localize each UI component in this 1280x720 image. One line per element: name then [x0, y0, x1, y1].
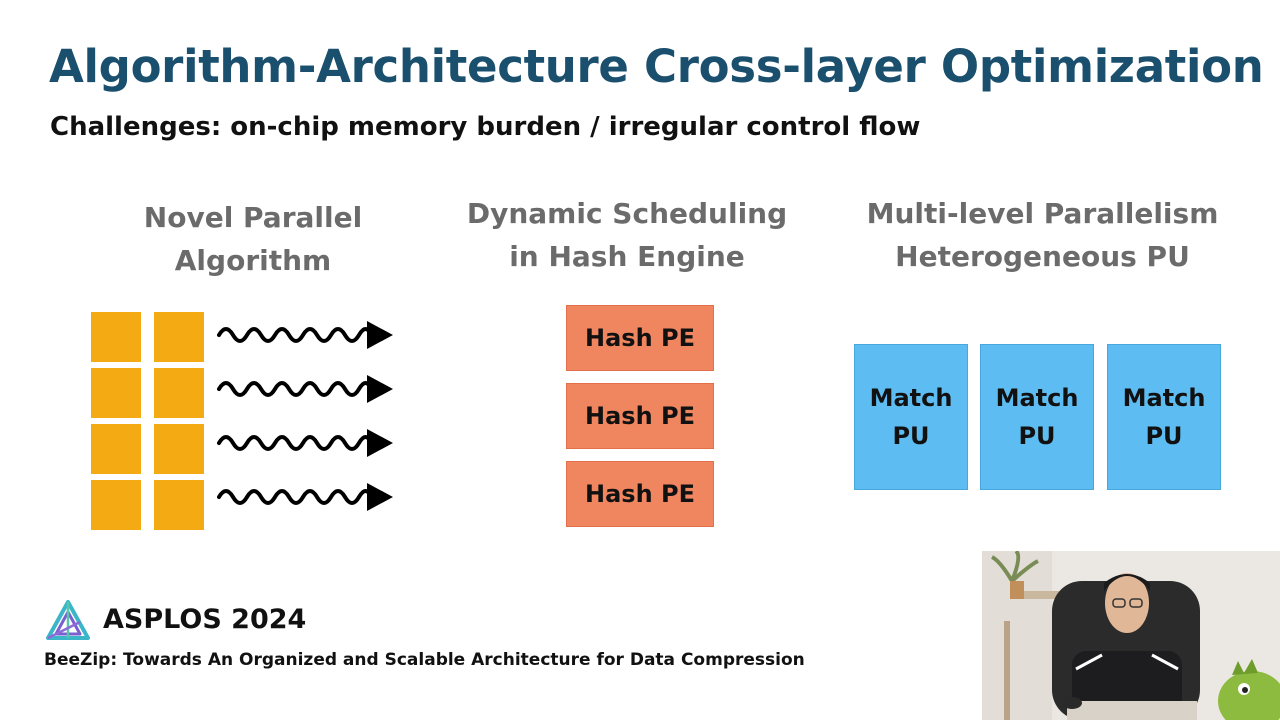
presenter-video-frame: [982, 551, 1280, 720]
match-pu-label: PU: [1018, 422, 1056, 450]
presenter-webcam-video: [982, 551, 1280, 720]
asplos-logo-icon: [46, 600, 90, 640]
heading-line: Novel Parallel: [143, 201, 363, 234]
wavy-arrow-icon: [217, 321, 393, 349]
match-pu-block: Match PU: [854, 344, 968, 490]
data-block: [154, 480, 204, 530]
match-pu-label: Match: [995, 384, 1079, 412]
wavy-arrow-icon: [217, 429, 393, 457]
wavy-arrow-icon: [217, 375, 393, 403]
heading-line: in Hash Engine: [509, 240, 745, 273]
heading-line: Heterogeneous PU: [895, 240, 1190, 273]
conference-name: ASPLOS 2024: [103, 604, 307, 635]
match-pu-label: PU: [1145, 422, 1183, 450]
match-pu-label: Match: [869, 384, 953, 412]
match-pu-label: PU: [892, 422, 930, 450]
data-block: [91, 480, 141, 530]
data-block: [91, 424, 141, 474]
match-pu-block: Match PU: [1107, 344, 1221, 490]
hash-pe-block: Hash PE: [566, 461, 714, 527]
match-pu-label: Match: [1122, 384, 1206, 412]
slide-subtitle: Challenges: on-chip memory burden / irre…: [50, 112, 921, 142]
data-block: [154, 368, 204, 418]
data-block: [154, 312, 204, 362]
match-pu-block: Match PU: [980, 344, 1094, 490]
data-block: [154, 424, 204, 474]
heading-line: Algorithm: [174, 244, 332, 277]
data-block: [91, 368, 141, 418]
column-heading-multilevel-parallelism: Multi-level Parallelism Heterogeneous PU: [850, 192, 1235, 278]
paper-title: BeeZip: Towards An Organized and Scalabl…: [44, 650, 805, 670]
column-heading-dynamic-scheduling: Dynamic Scheduling in Hash Engine: [462, 192, 792, 278]
column-heading-parallel-algorithm: Novel Parallel Algorithm: [103, 196, 403, 282]
hash-pe-block: Hash PE: [566, 383, 714, 449]
data-block: [91, 312, 141, 362]
slide-title: Algorithm-Architecture Cross-layer Optim…: [49, 40, 1264, 93]
heading-line: Dynamic Scheduling: [466, 197, 788, 230]
wavy-arrow-icon: [217, 483, 393, 511]
heading-line: Multi-level Parallelism: [866, 197, 1219, 230]
hash-pe-block: Hash PE: [566, 305, 714, 371]
